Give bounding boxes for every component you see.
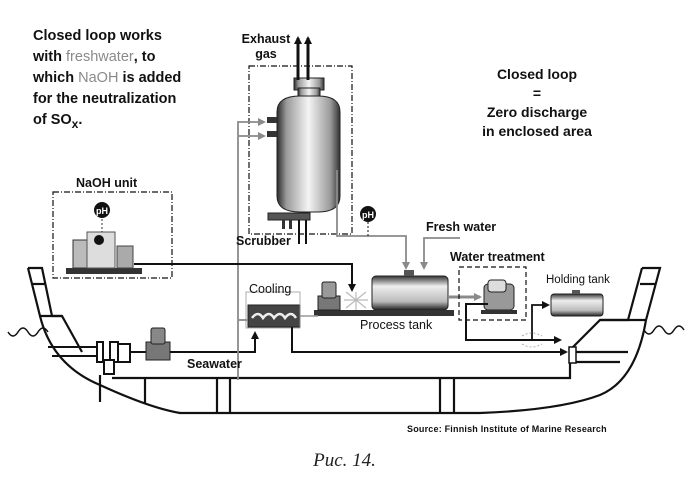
fresh-water-label: Fresh water xyxy=(426,220,497,234)
treated-water-discharge xyxy=(465,303,562,344)
scrubber-box xyxy=(248,65,353,235)
seawater-pipe xyxy=(170,331,259,353)
naoh-dosing-pipe xyxy=(134,263,356,292)
ph-label-naoh: pH xyxy=(96,206,108,216)
right-water-wave xyxy=(643,325,685,335)
water-treatment-label: Water treatment xyxy=(450,250,545,264)
intro-text: . xyxy=(78,112,83,128)
intro-note: Closed loop works with freshwater, to wh… xyxy=(33,26,181,135)
to-holding-tank-pipe xyxy=(531,301,550,340)
valve xyxy=(521,332,543,348)
intro-text: , to xyxy=(133,49,156,65)
sox-subscript: x xyxy=(71,116,79,131)
closed-loop-line-4: in enclosed area xyxy=(482,123,592,139)
intro-line-4: for the neutralization xyxy=(33,91,177,107)
holding-tank-label: Holding tank xyxy=(546,274,610,286)
naoh-highlight: NaOH xyxy=(78,70,119,86)
closed-loop-line-2: = xyxy=(532,85,542,101)
exhaust-gas-label: Exhaust gas xyxy=(236,32,296,62)
cooling-label: Cooling xyxy=(249,282,292,296)
seawater-intake xyxy=(48,341,148,375)
intro-text: with xyxy=(33,49,67,65)
intro-line-3: which NaOH is added xyxy=(33,68,181,89)
scrubber-label: Scrubber xyxy=(236,234,291,248)
seawater-pump xyxy=(145,327,171,361)
outlet-flange xyxy=(568,346,577,364)
figure-caption: Рис. 14. xyxy=(313,450,376,471)
source-credit: Source: Finnish Institute of Marine Rese… xyxy=(407,424,607,434)
water-treatment-box xyxy=(458,266,527,321)
closed-loop-line-3: Zero discharge xyxy=(486,104,588,120)
circulation-pump xyxy=(317,281,341,311)
fresh-water-inlet xyxy=(420,237,460,270)
intro-line-5: of SOx. xyxy=(33,110,181,135)
seawater-label: Seawater xyxy=(187,357,242,371)
closed-loop-note: Closed loop = Zero discharge in enclosed… xyxy=(457,65,617,141)
process-tank-label: Process tank xyxy=(360,318,433,332)
mixing-point xyxy=(344,291,368,310)
exhaust-label-line-1: Exhaust xyxy=(241,32,291,46)
cooled-water-to-scrubber-1 xyxy=(237,118,266,380)
naoh-unit-label: NaOH unit xyxy=(76,176,138,190)
intro-text: is added xyxy=(118,70,182,86)
naoh-unit-box xyxy=(52,191,173,279)
intro-line-1: Closed loop works xyxy=(33,28,162,44)
scrubber-vessel xyxy=(267,77,341,244)
seawater-discharge-pipe xyxy=(291,327,568,356)
ship-hull xyxy=(26,266,662,415)
naoh-tanks xyxy=(66,231,142,274)
ph-sensor-drain xyxy=(360,206,376,222)
holding-tank xyxy=(550,290,604,317)
ph-sensor-naoh xyxy=(94,202,110,218)
process-tank xyxy=(314,270,454,316)
water-treatment-unit xyxy=(481,279,517,314)
freshwater-highlight: freshwater xyxy=(66,49,134,65)
exhaust-label-line-2: gas xyxy=(255,47,277,61)
intro-text: of SO xyxy=(33,112,72,128)
left-water-wave xyxy=(7,327,49,337)
intro-line-2: with freshwater, to xyxy=(33,47,181,68)
closed-loop-line-1: Closed loop xyxy=(496,66,578,82)
ph-label-drain: pH xyxy=(362,210,374,220)
cooling-heat-exchanger xyxy=(247,304,301,328)
intro-text: which xyxy=(33,70,79,86)
scrubber-drain-pipe xyxy=(336,170,410,270)
